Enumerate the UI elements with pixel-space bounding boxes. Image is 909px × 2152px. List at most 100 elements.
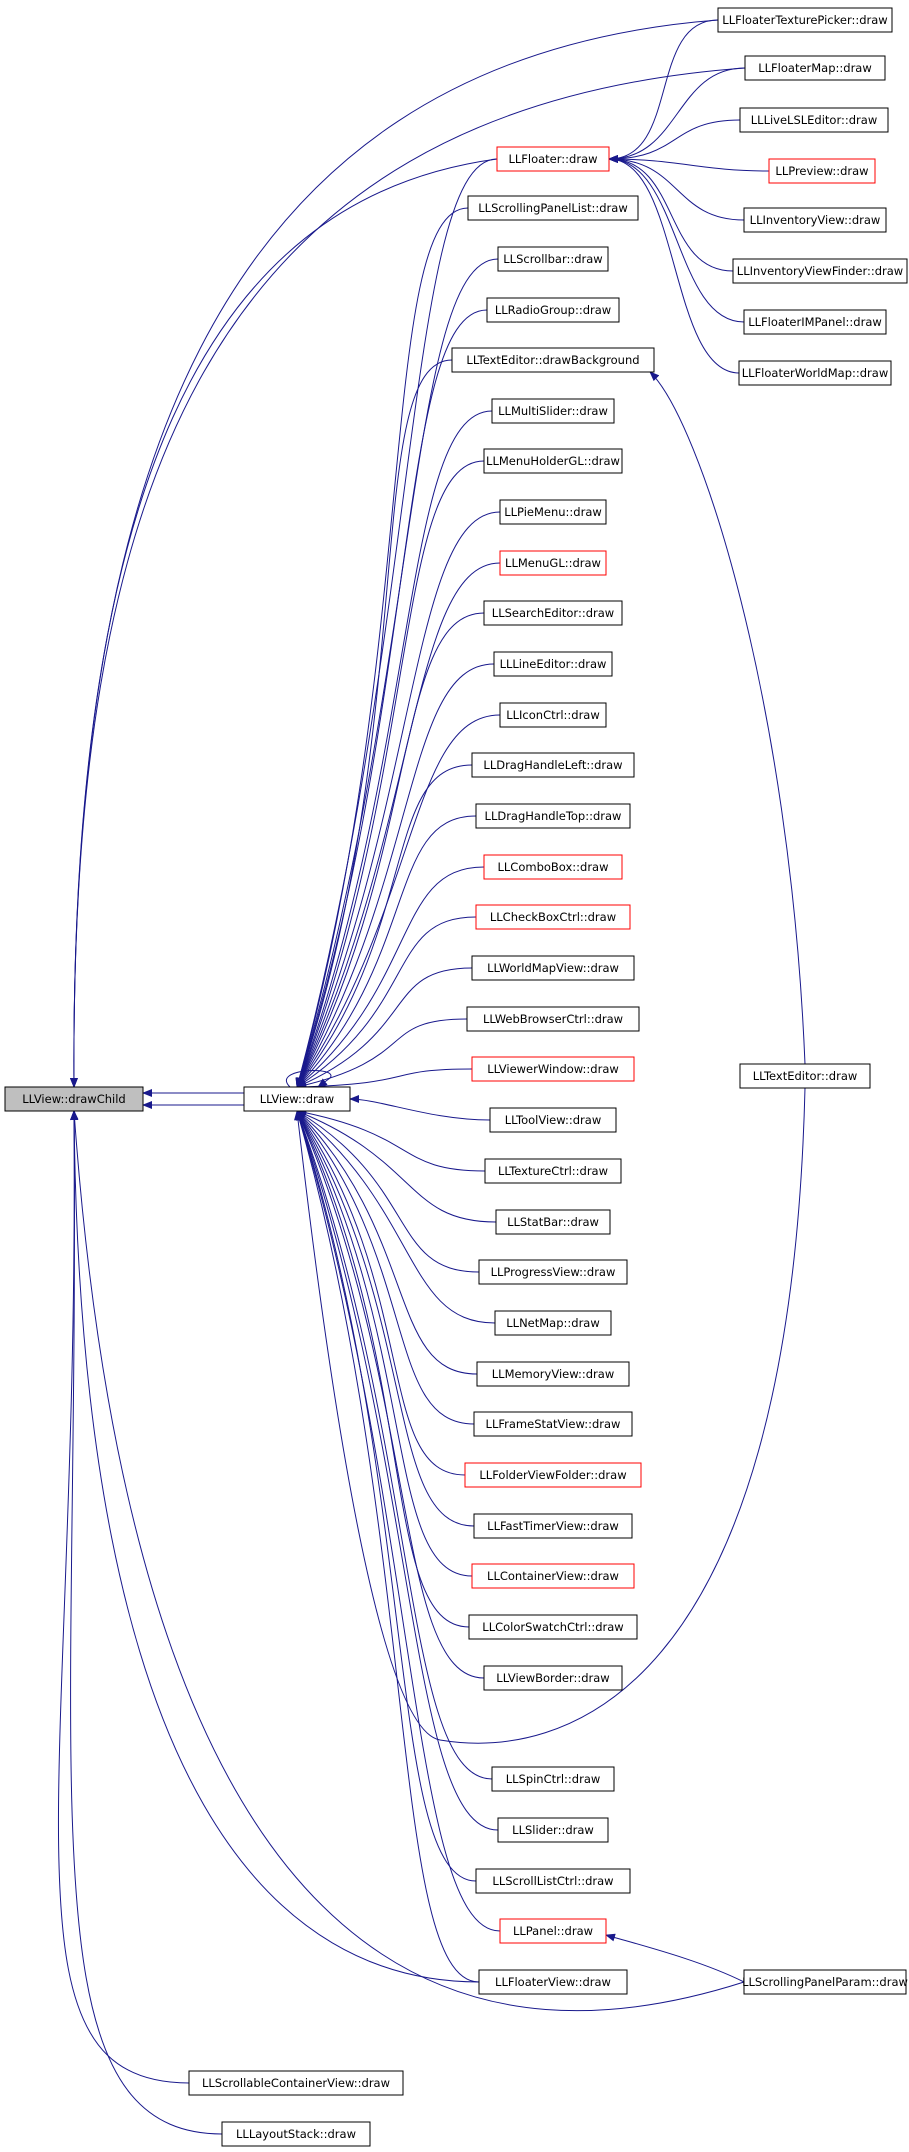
node-texPicker[interactable]: LLFloaterTexturePicker::draw <box>717 7 893 33</box>
node-box <box>486 297 620 323</box>
node-box <box>744 55 886 81</box>
edge-worldMapView-to-view-draw <box>296 967 473 1088</box>
node-box <box>499 702 607 728</box>
node-floater[interactable]: LLFloater::draw <box>496 146 610 172</box>
node-box <box>473 1513 633 1539</box>
node-invFinder[interactable]: LLInventoryViewFinder::draw <box>732 258 908 284</box>
node-label: LLTextureCtrl::draw <box>498 1164 608 1178</box>
node-menuHolder[interactable]: LLMenuHolderGL::draw <box>483 448 623 474</box>
edge-scrollPanelList-to-view-draw <box>295 207 469 1088</box>
node-checkbox[interactable]: LLCheckBoxCtrl::draw <box>475 904 631 930</box>
node-label: LLScrollingPanelList::draw <box>478 201 627 215</box>
node-label: LLView::draw <box>260 1092 334 1106</box>
node-menuGL[interactable]: LLMenuGL::draw <box>499 550 607 576</box>
node-panel[interactable]: LLPanel::draw <box>499 1918 607 1944</box>
node-layoutStack[interactable]: LLLayoutStack::draw <box>221 2121 371 2147</box>
node-searchEd[interactable]: LLSearchEditor::draw <box>483 600 623 626</box>
node-label: LLMemoryView::draw <box>492 1367 614 1381</box>
node-label: LLFloater::draw <box>508 152 597 166</box>
edge-floaterView-to-draw-child <box>70 1110 480 1983</box>
node-slider[interactable]: LLSlider::draw <box>497 1817 609 1843</box>
node-box <box>188 2070 404 2096</box>
node-dragLeft[interactable]: LLDragHandleLeft::draw <box>471 752 635 778</box>
node-viewDraw[interactable]: LLView::draw <box>243 1086 351 1112</box>
node-label: LLFrameStatView::draw <box>486 1417 621 1431</box>
node-box <box>475 904 631 930</box>
node-netMap[interactable]: LLNetMap::draw <box>494 1310 612 1336</box>
node-invView[interactable]: LLInventoryView::draw <box>743 207 887 233</box>
node-statBar[interactable]: LLStatBar::draw <box>495 1209 611 1235</box>
node-label: LLSearchEditor::draw <box>492 606 614 620</box>
node-memView[interactable]: LLMemoryView::draw <box>476 1361 630 1387</box>
node-floaterView[interactable]: LLFloaterView::draw <box>478 1969 628 1995</box>
node-multiSlider[interactable]: LLMultiSlider::draw <box>491 398 615 424</box>
node-drawChild[interactable]: LLView::drawChild <box>4 1086 144 1112</box>
node-textBg[interactable]: LLTextEditor::drawBackground <box>451 347 655 373</box>
node-box <box>478 1259 628 1285</box>
node-progress[interactable]: LLProgressView::draw <box>478 1259 628 1285</box>
node-lineEd[interactable]: LLLineEditor::draw <box>493 651 613 677</box>
edge-scroll-param-to-panel-draw <box>605 1933 745 1983</box>
edge-spin-to-view-draw <box>296 1110 493 1780</box>
node-box <box>768 158 876 184</box>
node-label: LLDragHandleLeft::draw <box>483 758 622 772</box>
edge-iconCtrl-to-view-draw <box>296 714 501 1088</box>
node-imPanel[interactable]: LLFloaterIMPanel::draw <box>743 309 887 335</box>
node-preview[interactable]: LLPreview::draw <box>768 158 876 184</box>
node-combo[interactable]: LLComboBox::draw <box>483 854 623 880</box>
node-label: LLScrollbar::draw <box>503 252 602 266</box>
node-label: LLColorSwatchCtrl::draw <box>482 1620 623 1634</box>
node-radio[interactable]: LLRadioGroup::draw <box>486 297 620 323</box>
node-label: LLSpinCtrl::draw <box>506 1772 601 1786</box>
node-frameStat[interactable]: LLFrameStatView::draw <box>473 1411 633 1437</box>
node-viewerWin[interactable]: LLViewerWindow::draw <box>471 1056 635 1082</box>
node-box <box>471 752 635 778</box>
node-label: LLFloaterWorldMap::draw <box>742 366 888 380</box>
node-worldMapF[interactable]: LLFloaterWorldMap::draw <box>738 360 892 386</box>
node-label: LLScrollListCtrl::draw <box>492 1874 613 1888</box>
edge-imPanel-to-floater-draw <box>608 155 745 323</box>
node-box <box>717 7 893 33</box>
node-worldMapView[interactable]: LLWorldMapView::draw <box>471 955 635 981</box>
node-dragTop[interactable]: LLDragHandleTop::draw <box>475 803 631 829</box>
node-box <box>476 1361 630 1387</box>
node-scrollbar[interactable]: LLScrollbar::draw <box>497 246 609 272</box>
node-container[interactable]: LLContainerView::draw <box>471 1563 635 1589</box>
node-label: LLWorldMapView::draw <box>487 961 619 975</box>
node-box <box>243 1086 351 1112</box>
node-box <box>497 246 609 272</box>
node-border[interactable]: LLViewBorder::draw <box>483 1665 623 1691</box>
node-spin[interactable]: LLSpinCtrl::draw <box>491 1766 615 1792</box>
edge-invFinder-to-floater-draw <box>608 155 734 272</box>
edge-border-to-view-draw <box>296 1110 485 1679</box>
node-box <box>468 1614 638 1640</box>
node-floaterMap[interactable]: LLFloaterMap::draw <box>744 55 886 81</box>
node-textEditor[interactable]: LLTextEditor::draw <box>739 1063 871 1089</box>
node-textureCtrl[interactable]: LLTextureCtrl::draw <box>484 1158 622 1184</box>
node-label: LLTextEditor::drawBackground <box>466 353 639 367</box>
node-label: LLFloaterMap::draw <box>758 61 872 75</box>
node-webBrowser[interactable]: LLWebBrowserCtrl::draw <box>466 1006 640 1032</box>
node-layer: LLView::drawChild LLView::draw LLFloaterTe… <box>4 7 908 2147</box>
node-liveLSL[interactable]: LLLiveLSLEditor::draw <box>739 107 889 133</box>
node-scrollList[interactable]: LLScrollListCtrl::draw <box>475 1868 631 1894</box>
node-fastTimer[interactable]: LLFastTimerView::draw <box>473 1513 633 1539</box>
node-label: LLContainerView::draw <box>487 1569 619 1583</box>
node-pieMenu[interactable]: LLPieMenu::draw <box>499 499 607 525</box>
node-toolView[interactable]: LLToolView::draw <box>489 1107 617 1133</box>
node-iconCtrl[interactable]: LLIconCtrl::draw <box>499 702 607 728</box>
node-box <box>491 398 615 424</box>
edge-combo-to-view-draw <box>296 866 485 1088</box>
node-label: LLMenuGL::draw <box>505 556 601 570</box>
edge-slider-to-view-draw <box>296 1110 499 1831</box>
node-box <box>467 195 639 221</box>
node-folderView[interactable]: LLFolderViewFolder::draw <box>464 1462 642 1488</box>
node-scrollContainer[interactable]: LLScrollableContainerView::draw <box>188 2070 404 2096</box>
edge-layer <box>57 19 806 2135</box>
node-scrollPanelList[interactable]: LLScrollingPanelList::draw <box>467 195 639 221</box>
node-colorSwatch[interactable]: LLColorSwatchCtrl::draw <box>468 1614 638 1640</box>
node-label: LLView::drawChild <box>22 1092 125 1106</box>
edge-scrollParam-to-draw-child <box>70 1110 745 2012</box>
edge-liveLSL-to-floater-draw <box>608 119 741 163</box>
node-scrollParam[interactable]: LLScrollingPanelParam::draw <box>742 1969 908 1995</box>
